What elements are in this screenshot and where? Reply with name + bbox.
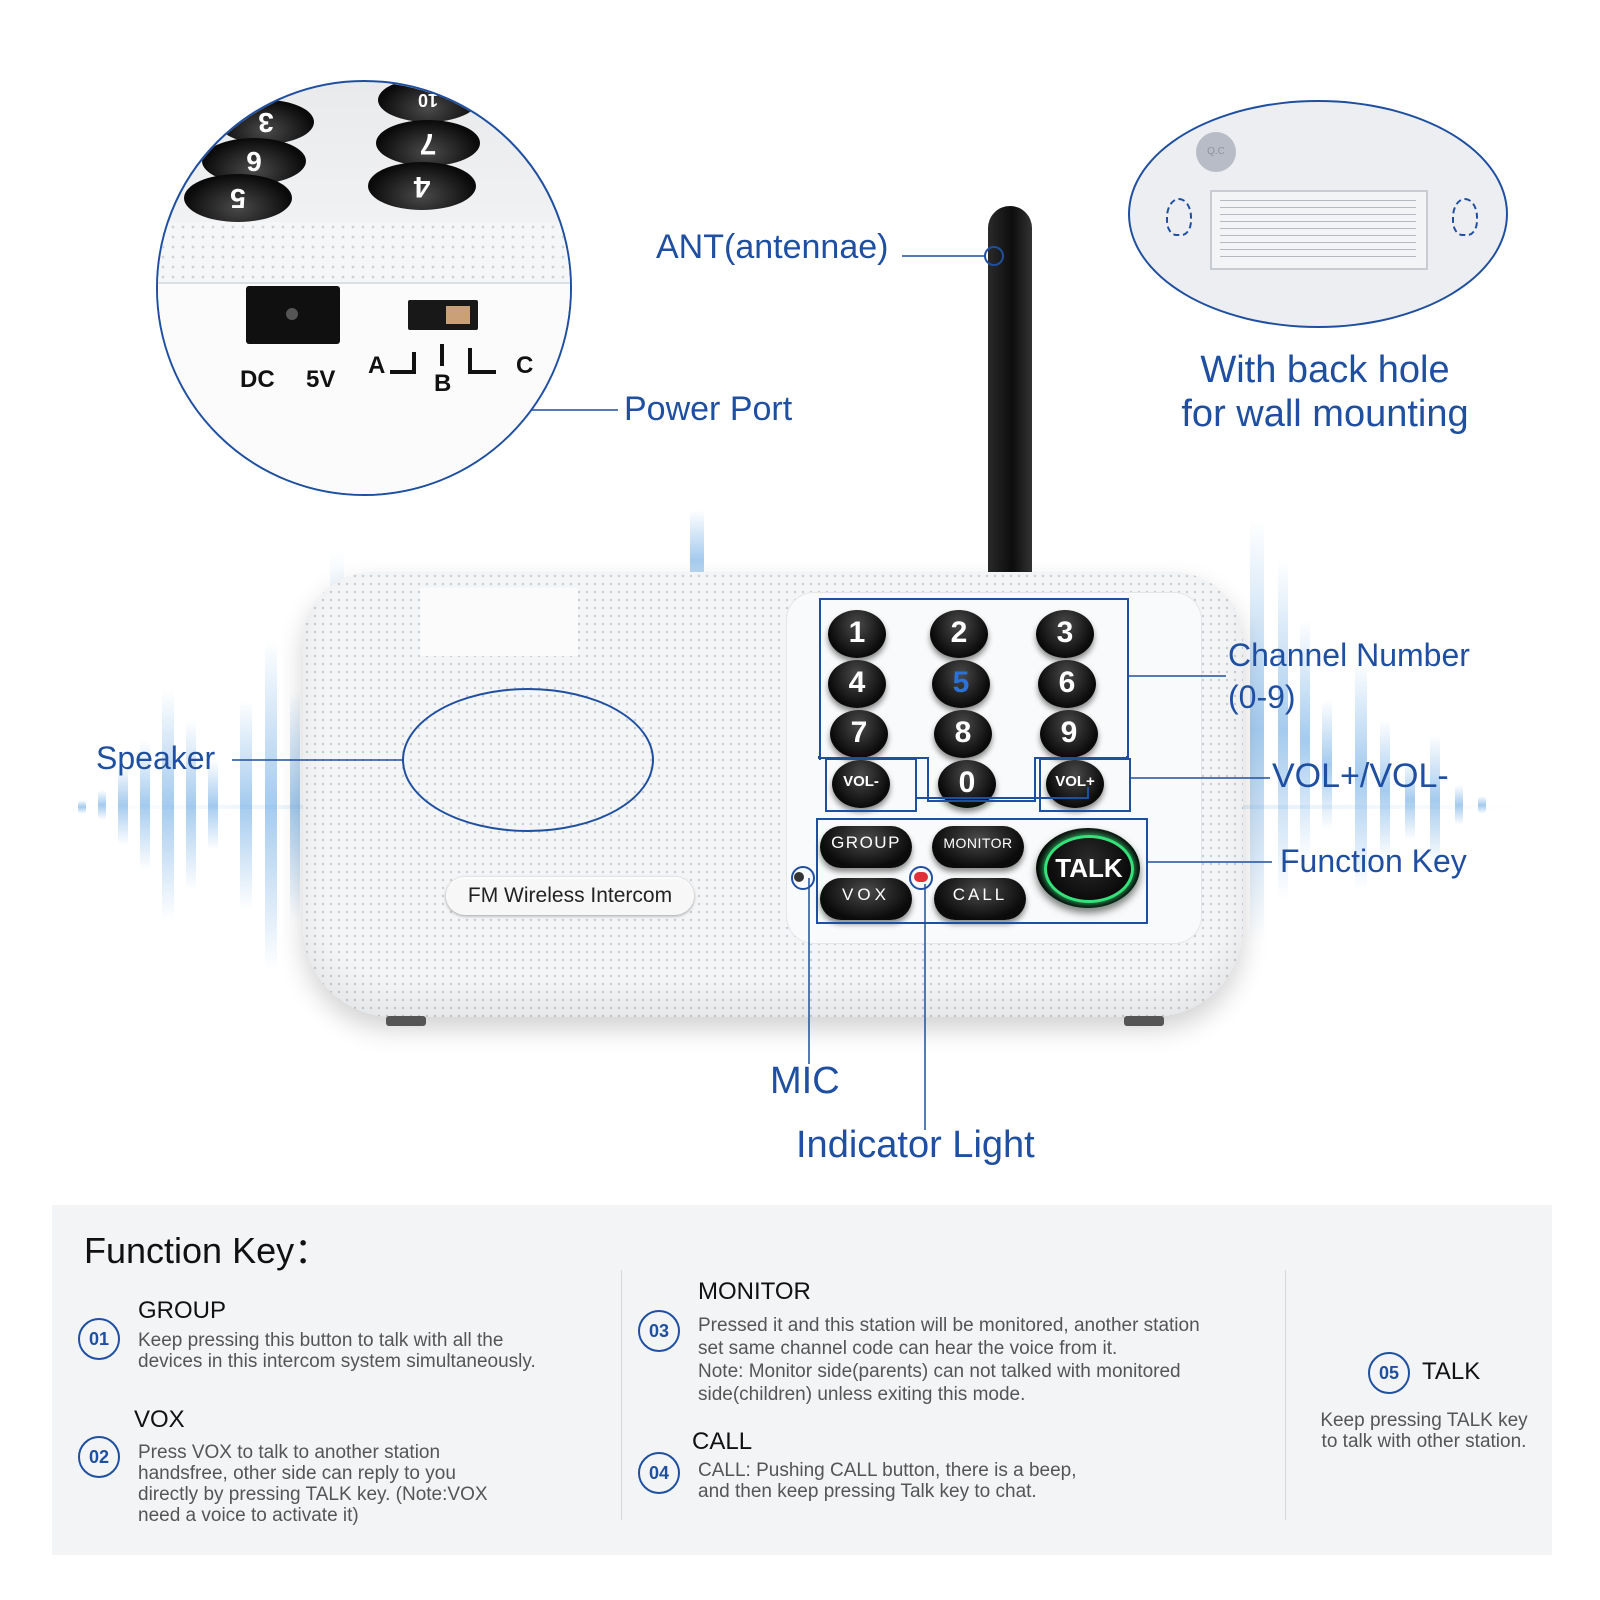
fk-number-05: 05	[1368, 1352, 1410, 1394]
group-button[interactable]: GROUP	[820, 826, 912, 868]
fk-desc-call: CALL: Pushing CALL button, there is a be…	[698, 1460, 1077, 1502]
dc-jack-hole	[286, 308, 298, 320]
speaker-grille	[402, 688, 654, 832]
talk-button-label: TALK	[1055, 853, 1123, 883]
channel-key-4[interactable]: 4	[828, 660, 886, 708]
vox-button[interactable]: VOX	[820, 878, 912, 920]
fk-number-03: 03	[638, 1310, 680, 1352]
qc-sticker-text: Q.C	[1207, 146, 1225, 157]
back-mount-zoom: Q.C	[1128, 100, 1508, 328]
mic-callout: MIC	[770, 1060, 840, 1102]
channel-keys-outline	[819, 598, 1129, 760]
device-name-badge: FM Wireless Intercom	[446, 877, 694, 915]
channel-key-2[interactable]: 2	[930, 610, 988, 658]
antenna-callout: ANT(antennae)	[656, 228, 889, 266]
channel-key-5[interactable]: 5	[932, 660, 990, 708]
fk-number-01: 01	[78, 1318, 120, 1360]
monitor-button[interactable]: MONITOR	[932, 826, 1024, 868]
fk-number-04: 04	[638, 1452, 680, 1494]
fk-desc-group: Keep pressing this button to talk with a…	[138, 1330, 536, 1372]
qc-sticker: Q.C	[1196, 132, 1236, 172]
device-foot-right	[1124, 1016, 1164, 1026]
channel-key-9[interactable]: 9	[1040, 710, 1098, 758]
zoom-5v-label: 5V	[306, 366, 336, 393]
column-separator-2	[1285, 1270, 1286, 1520]
channel-key-3[interactable]: 3	[1036, 610, 1094, 658]
fk-name-vox: VOX	[134, 1406, 185, 1433]
speaker-callout: Speaker	[96, 740, 216, 776]
vol-callout: VOL+/VOL-	[1272, 757, 1449, 795]
channel-key-7[interactable]: 7	[830, 710, 888, 758]
device-foot-left	[386, 1016, 426, 1026]
vol-minus-button[interactable]: VOL-	[832, 760, 890, 808]
zoom-b-label: B	[434, 370, 452, 397]
function-key-callout: Function Key	[1280, 843, 1467, 879]
rating-label-lines	[1220, 200, 1416, 258]
column-separator-1	[621, 1270, 622, 1520]
indicator-light	[914, 872, 928, 882]
power-port-zoom: 10 7 4 3 6 5 DC 5V A B C	[156, 80, 572, 496]
device-name-label: FM Wireless Intercom	[467, 884, 673, 907]
vol-plus-button[interactable]: VOL+	[1046, 760, 1104, 808]
fk-name-monitor: MONITOR	[698, 1278, 811, 1305]
switch-position-marks	[390, 344, 496, 374]
fk-name-group: GROUP	[138, 1297, 227, 1324]
indicator-callout: Indicator Light	[796, 1124, 1035, 1166]
function-key-title: Function Key：	[84, 1230, 331, 1271]
dc-jack	[246, 286, 340, 344]
antenna	[988, 206, 1032, 582]
fk-name-call: CALL	[692, 1428, 753, 1455]
channel-key-8[interactable]: 8	[934, 710, 992, 758]
talk-button-ring: TALK	[1044, 835, 1134, 903]
channel-number-callout: Channel Number (0-9)	[1228, 637, 1470, 715]
fk-name-talk: TALK	[1422, 1358, 1481, 1385]
wall-hole-left-icon	[1166, 198, 1192, 236]
zoom-a-label: A	[368, 352, 386, 379]
talk-button[interactable]: TALK	[1036, 828, 1140, 908]
channel-key-1[interactable]: 1	[828, 610, 886, 658]
zoom-side-wall	[158, 282, 570, 494]
wall-hole-right-icon	[1452, 198, 1478, 236]
fk-desc-talk: Keep pressing TALK key to talk with othe…	[1320, 1410, 1528, 1452]
fk-desc-vox: Press VOX to talk to another station han…	[138, 1442, 488, 1526]
channel-key-6[interactable]: 6	[1038, 660, 1096, 708]
mic-hole	[794, 872, 804, 882]
zoom-panel-edge	[158, 222, 570, 282]
call-button[interactable]: CALL	[934, 878, 1026, 920]
zoom-dc-label: DC	[240, 366, 275, 393]
zoom-c-label: C	[516, 352, 534, 379]
device-label-plate	[420, 588, 578, 656]
fk-number-02: 02	[78, 1436, 120, 1478]
rating-label	[1210, 190, 1428, 270]
power-port-callout: Power Port	[624, 390, 793, 428]
back-hole-callout: With back hole for wall mounting	[1181, 349, 1469, 435]
channel-switch-slider	[446, 306, 470, 324]
fk-desc-monitor: Pressed it and this station will be moni…	[698, 1315, 1200, 1405]
function-key-panel	[52, 1205, 1552, 1555]
channel-switch	[408, 300, 478, 330]
